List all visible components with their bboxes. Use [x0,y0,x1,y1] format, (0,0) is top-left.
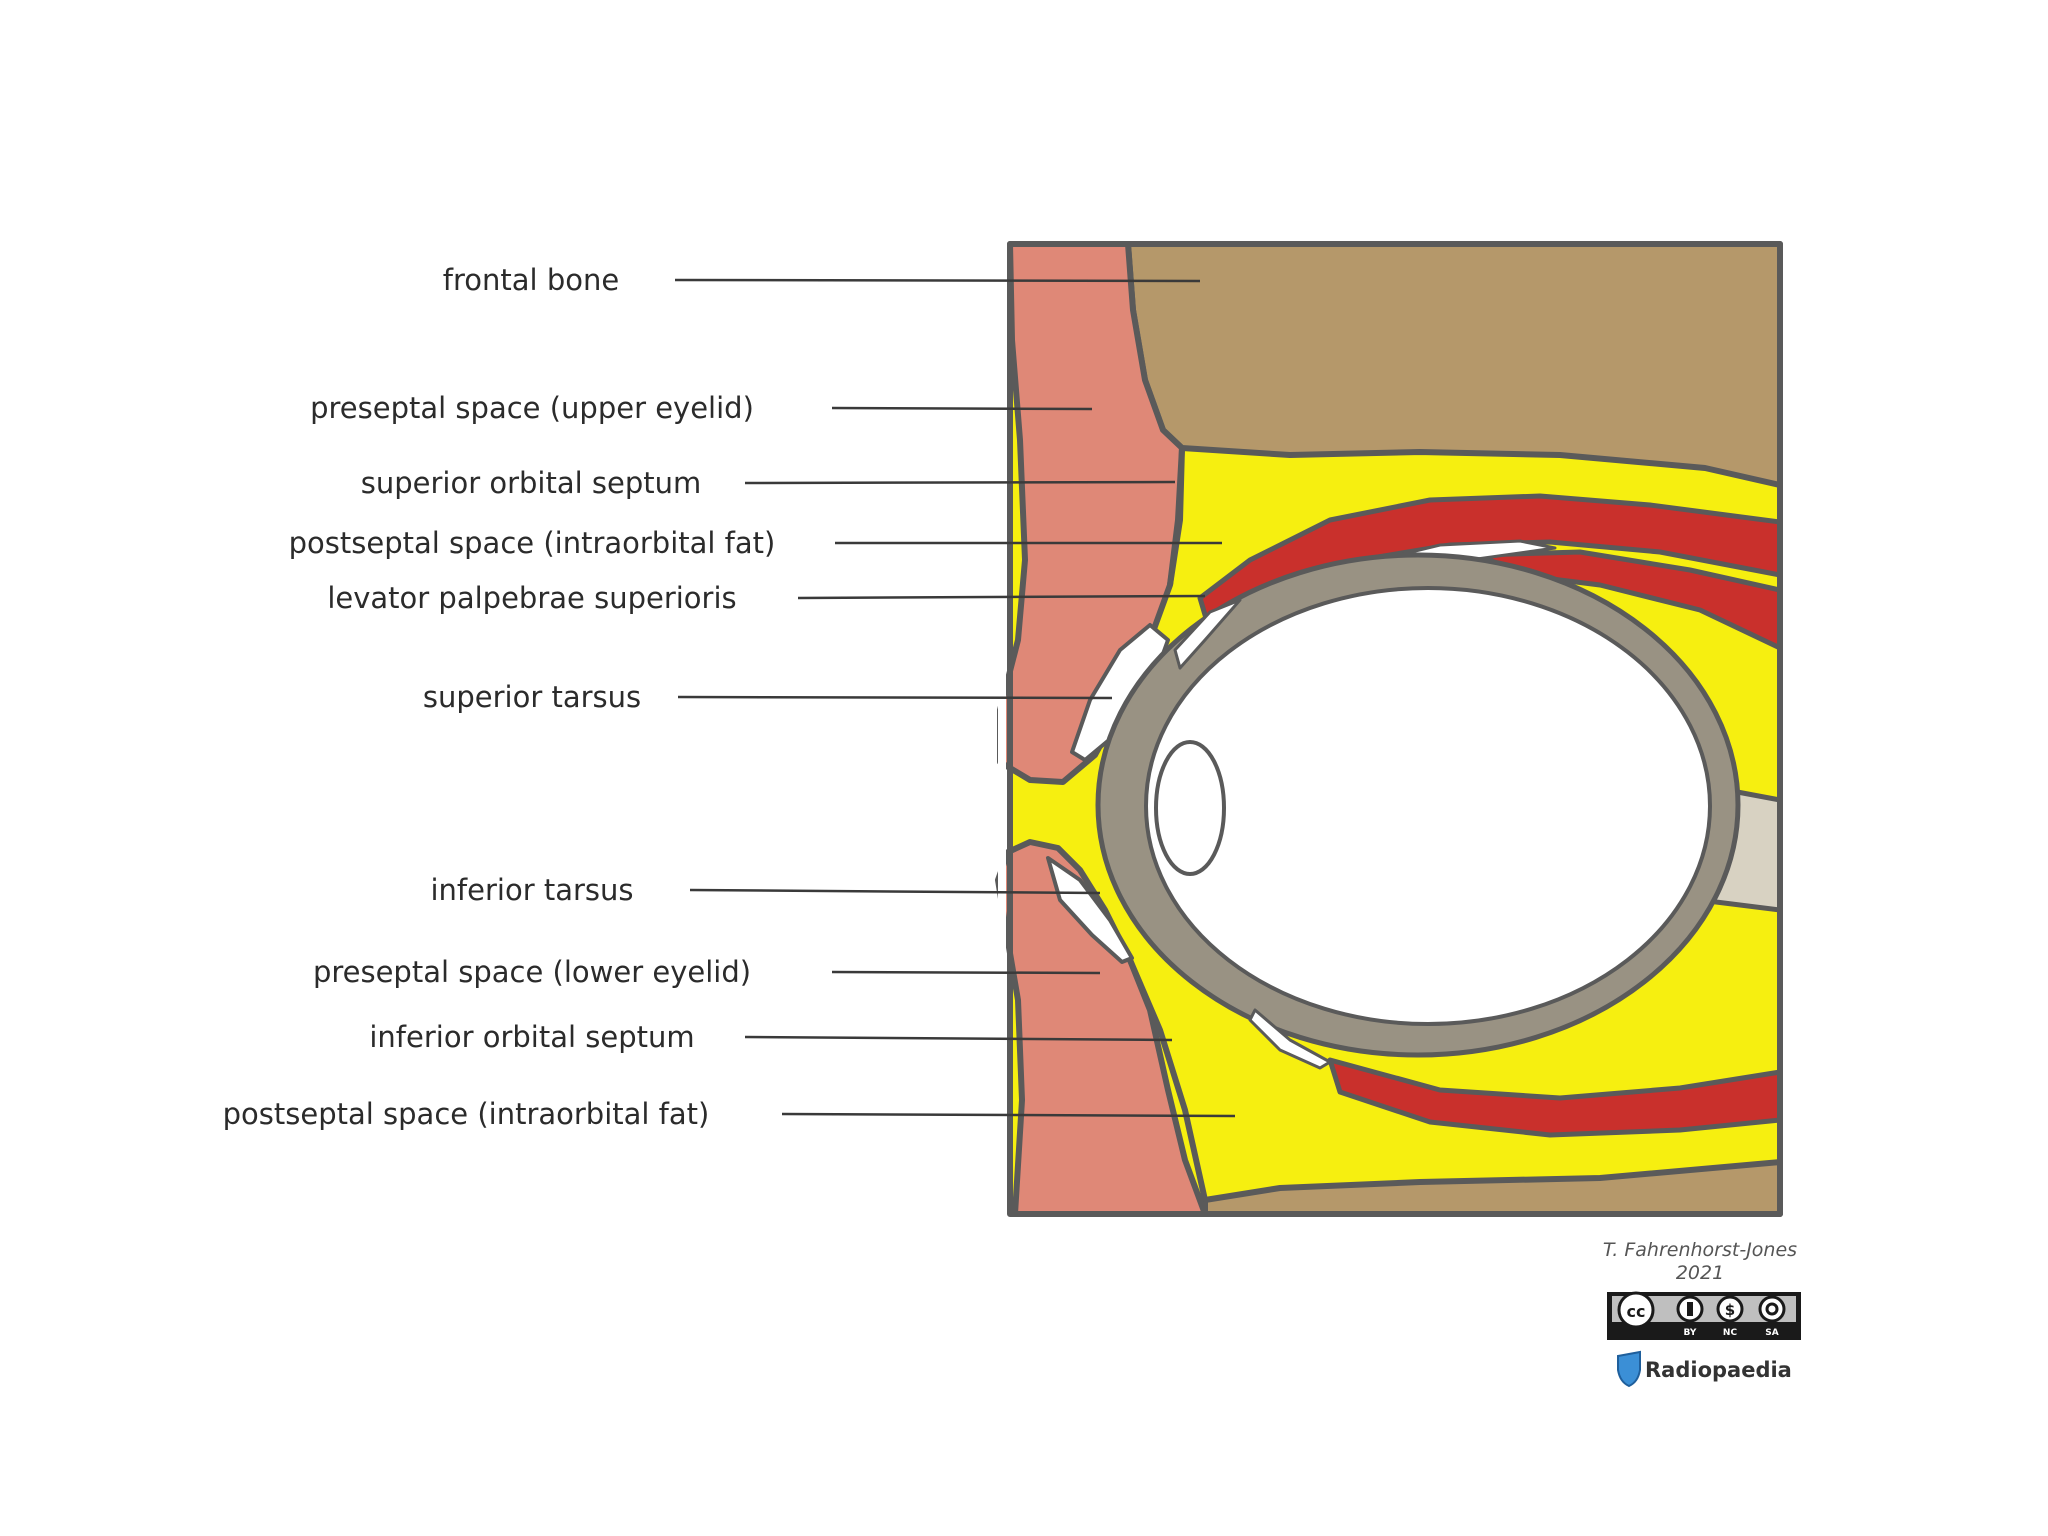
leader-superior-orbital-septum [744,480,1176,485]
inferior-septum-line [1127,958,1208,1201]
leader-superior-tarsus [677,695,1113,700]
frame-border [1007,241,1783,1217]
leader-preseptal-upper [831,406,1093,411]
superior-conjunctiva [1173,598,1242,670]
credit-block: T. Fahrenhorst-Jones 2021 cc $ BY NC SA … [1603,1239,1801,1388]
superior-septum-line [1167,447,1185,586]
radiopaedia-logo: Radiopaedia [1617,1350,1792,1388]
inferior-tarsus-plate [1046,856,1134,964]
anatomy-illustration [995,241,1783,1218]
radiopaedia-name: Radiopaedia [1645,1358,1792,1382]
label-levator: levator palpebrae superioris [327,581,736,615]
leader-frontal-bone [674,278,1201,283]
globe-interior [1144,586,1712,1026]
label-inferior-tarsus: inferior tarsus [430,873,633,907]
leader-lines [674,278,1236,1118]
nc-icon [1716,1295,1744,1323]
cc-badge-text: cc [1627,1302,1646,1321]
label-frontal-bone: frontal bone [443,263,619,297]
label-inferior-orbital-septum: inferior orbital septum [369,1020,694,1054]
frontal-bone [1125,241,1783,488]
cc-license-badge: cc $ BY NC SA [1607,1291,1801,1340]
superior-tarsus-plate [1070,623,1170,762]
inferior-conjunctiva [1248,1008,1332,1070]
cc-term-by: BY [1684,1328,1697,1338]
label-preseptal-upper: preseptal space (upper eyelid) [310,391,754,425]
frame-left-mask [998,600,1006,1218]
label-superior-tarsus: superior tarsus [423,680,641,714]
cc-term-nc: NC [1723,1328,1738,1338]
svg-text:$: $ [1725,1301,1735,1319]
labels: frontal bone preseptal space (upper eyel… [223,263,776,1131]
leader-inferior-tarsus [689,888,1101,895]
label-superior-orbital-septum: superior orbital septum [361,466,702,500]
sa-icon [1758,1295,1786,1323]
lens [1154,740,1226,876]
cc-icon [1617,1291,1655,1329]
radiopaedia-shield-icon [1617,1350,1641,1388]
cc-term-sa: SA [1765,1328,1778,1338]
label-postseptal-upper: postseptal space (intraorbital fat) [289,526,776,560]
label-postseptal-lower: postseptal space (intraorbital fat) [223,1097,710,1131]
label-preseptal-lower: preseptal space (lower eyelid) [313,955,751,989]
leader-preseptal-lower [831,970,1101,975]
credit-year: 2021 [1676,1262,1724,1284]
leader-inferior-orbital-septum [744,1035,1173,1042]
leader-levator [797,594,1206,600]
leader-postseptal-lower [781,1112,1236,1118]
credit-author: T. Fahrenhorst-Jones [1603,1239,1797,1261]
